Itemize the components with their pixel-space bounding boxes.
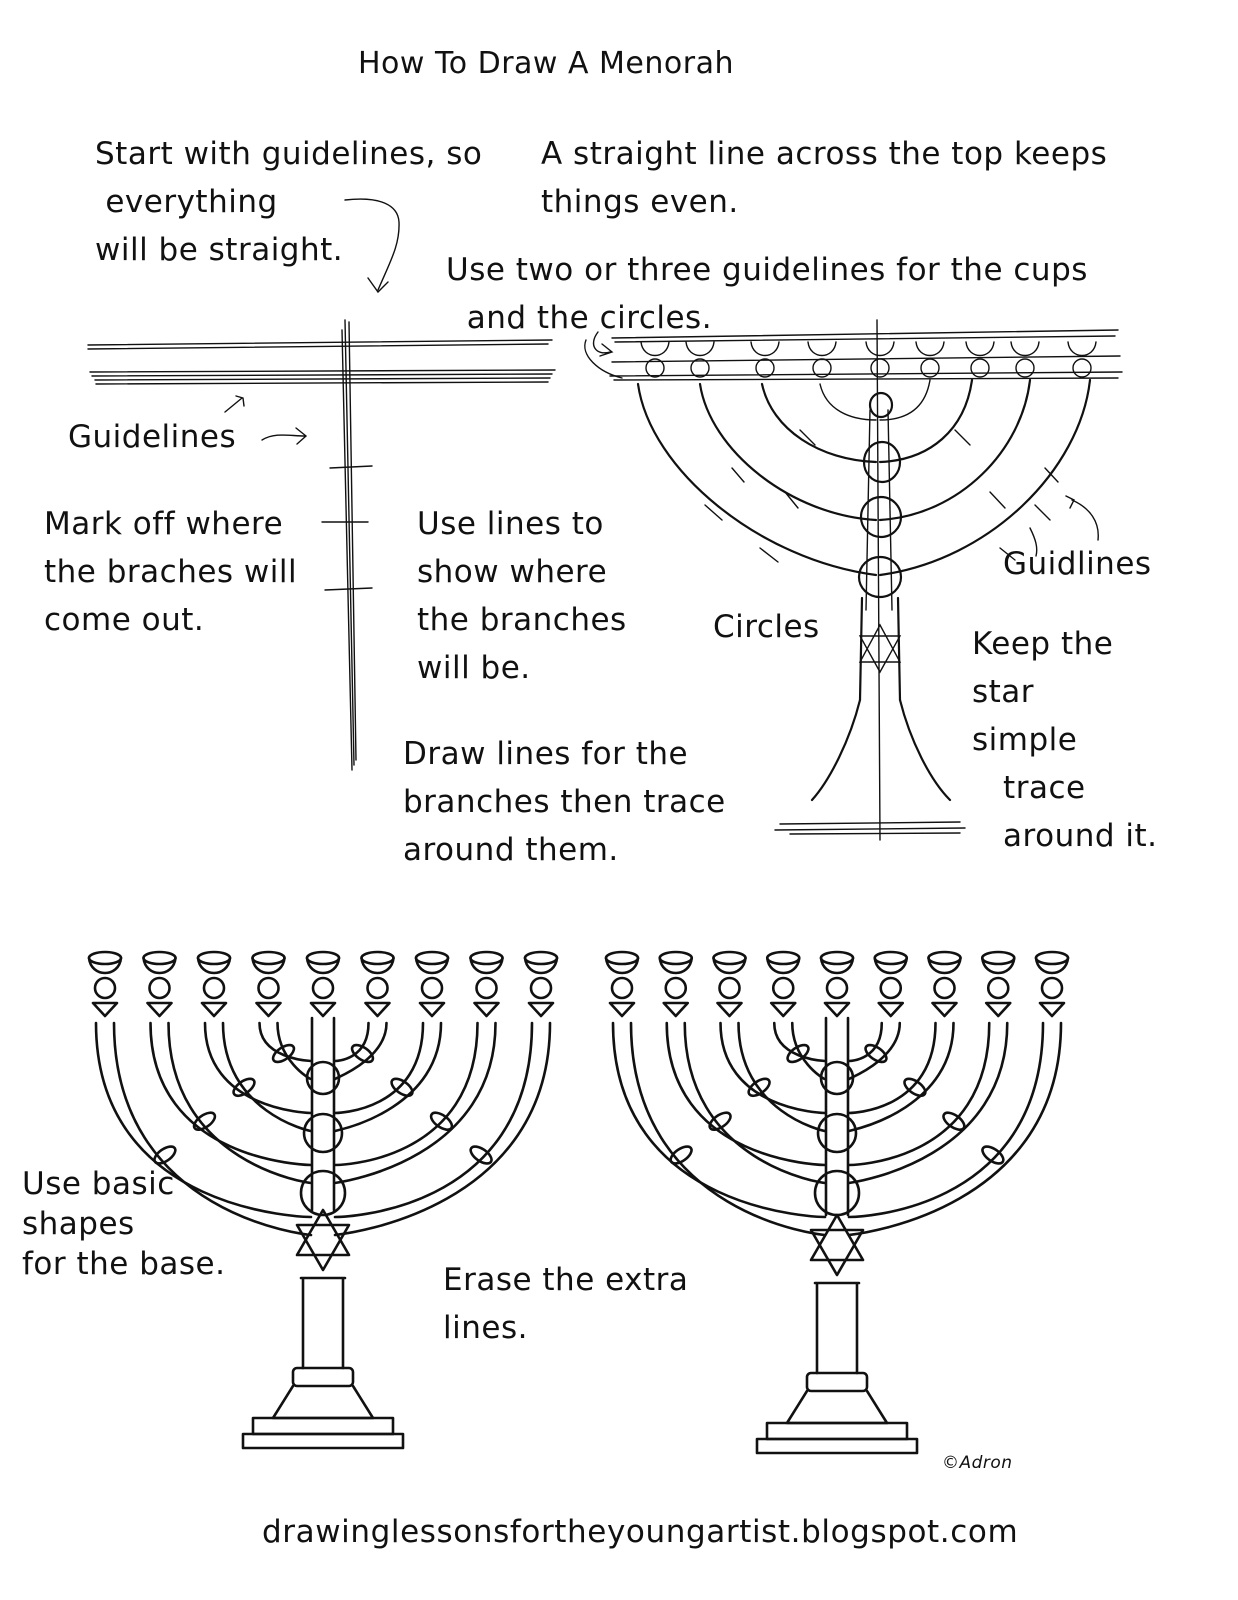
- menorah-step-three: [87, 950, 559, 1450]
- pointer-arrow-icon: [344, 198, 400, 294]
- menorah-final: [604, 950, 1070, 1455]
- guidlines-label: Guidlines: [1003, 546, 1152, 582]
- construction-menorah-sketch: [584, 319, 1123, 841]
- page-title: How To Draw A Menorah: [358, 46, 734, 81]
- step-cups-circles-text: Use two or three guidelines for the cups…: [446, 252, 1088, 336]
- footer-url: drawinglessonsfortheyoungartist.blogspot…: [262, 1514, 1019, 1550]
- step-straight-line-text: A straight line across the top keeps thi…: [541, 136, 1108, 220]
- step-basic-shapes-text: Use basic shapes for the base.: [22, 1166, 226, 1282]
- circles-label: Circles: [713, 609, 820, 645]
- guidelines-sketch: [87, 319, 556, 771]
- guidelines-label: Guidelines: [68, 419, 237, 455]
- step-draw-lines-text: Draw lines for the branches then trace a…: [403, 736, 726, 868]
- step-erase-text: Erase the extra lines.: [443, 1262, 689, 1346]
- step-start-guidelines-text: Start with guidelines, so everything wil…: [95, 136, 483, 268]
- artist-signature: ©Adron: [942, 1453, 1013, 1473]
- step-mark-branches-text: Mark off where the braches will come out…: [44, 506, 298, 638]
- step-keep-star-text: Keep the star simple trace around it.: [972, 626, 1158, 854]
- step-use-lines-text: Use lines to show where the branches wil…: [417, 506, 627, 686]
